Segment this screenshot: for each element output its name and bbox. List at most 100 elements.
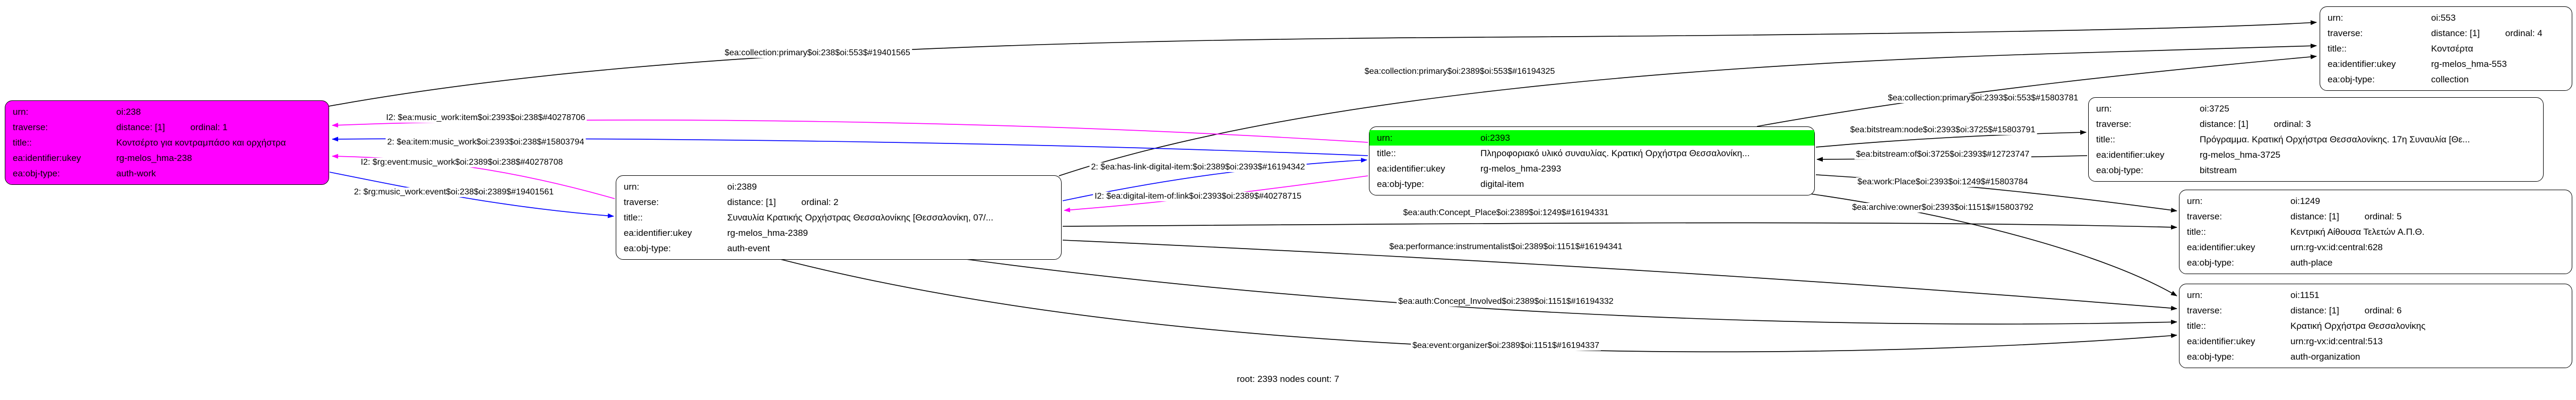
edge-label-has-link-digital-item: 2: $ea:has-link-digital-item:$oi:2389$oi… <box>1089 163 1307 172</box>
row-value: oi:2393 <box>1480 133 1510 143</box>
node-oi-238[interactable]: urn: oi:238 traverse: distance: [1] ordinal… <box>5 100 329 185</box>
node-row-title: title::Κοντσέρτο για κοντραμπάσο και ορχ… <box>5 135 329 150</box>
edge-label-collection-primary-2389-553: $ea:collection:primary$oi:2389$oi:553$#1… <box>1363 67 1557 76</box>
row-label: traverse: <box>13 122 48 132</box>
row-extra: ordinal: 1 <box>190 122 228 132</box>
row-value: bitstream <box>2200 165 2237 175</box>
row-value: rg-melos_hma-2393 <box>1480 164 1562 174</box>
edge-label-concept-involved: $ea:auth:Concept_Involved$oi:2389$oi:115… <box>1397 297 1615 307</box>
row-label: title:: <box>2187 227 2206 237</box>
node-row-objtype: ea:obj-type: auth-place <box>2179 255 2572 270</box>
row-value: auth-place <box>2290 258 2333 268</box>
node-row-title: title::Πληροφοριακό υλικό συναυλίας. Κρα… <box>1369 146 1814 161</box>
node-row-title: title::Κοντσέρτα <box>2320 41 2572 56</box>
node-row-title: title::Πρόγραμμα. Κρατική Ορχήστρα Θεσσα… <box>2089 132 2543 147</box>
row-label: title:: <box>2328 44 2347 54</box>
row-value: auth-organization <box>2290 352 2360 362</box>
row-extra: ordinal: 4 <box>2505 28 2543 38</box>
row-value: Κοντσέρτο για κοντραμπάσο και ορχήστρα <box>116 138 286 148</box>
row-label: ea:identifier:ukey <box>2096 150 2165 160</box>
row-value: distance: [1] <box>2200 119 2248 129</box>
row-label: traverse: <box>2096 119 2132 129</box>
node-row-title: title::Κρατική Ορχήστρα Θεσσαλονίκης <box>2179 318 2572 334</box>
row-value: oi:2389 <box>727 182 757 192</box>
row-label: urn: <box>2187 290 2203 300</box>
edge-label-concept-place: $ea:auth:Concept_Place$oi:2389$oi:1249$#… <box>1401 208 1610 218</box>
node-row-urn: urn: oi:553 <box>2320 10 2572 25</box>
row-extra: ordinal: 6 <box>2364 305 2402 316</box>
edge-concept-place-2389-1249 <box>1062 222 2177 230</box>
edge-label-collection-primary-238-553: $ea:collection:primary$oi:238$oi:553$#19… <box>723 48 912 58</box>
node-oi-1249[interactable]: urn: oi:1249 traverse:distance: [1]ordina… <box>2179 190 2572 274</box>
row-label: urn: <box>2187 196 2203 206</box>
node-row-identifier: ea:identifier:ukey rg-melos_hma-3725 <box>2089 147 2543 163</box>
row-label: ea:identifier:ukey <box>624 228 692 238</box>
node-row-objtype: ea:obj-type:digital-item <box>1369 176 1814 192</box>
node-oi-553[interactable]: urn: oi:553 traverse: distance: [1] ordinal… <box>2320 6 2572 91</box>
row-label: ea:identifier:ukey <box>2187 336 2255 346</box>
node-row-objtype: ea:obj-type:bitstream <box>2089 163 2543 178</box>
node-row-traverse: traverse:distance: [1]ordinal: 2 <box>616 194 1061 210</box>
row-value: rg-melos_hma-553 <box>2431 59 2507 69</box>
edge-label-item-music-work: 2: $ea:item:music_work$oi:2393$oi:238$#1… <box>385 138 586 147</box>
row-label: ea:obj-type: <box>2328 74 2375 84</box>
edge-label-music-work-event: 2: $rg:music_work:event$oi:238$oi:2389$#… <box>352 188 556 197</box>
node-row-title: title::Κεντρική Αίθουσα Τελετών Α.Π.Θ. <box>2179 224 2572 240</box>
row-value: rg-melos_hma-2389 <box>727 228 808 238</box>
node-oi-3725[interactable]: urn:oi:3725 traverse:distance: [1]ordina… <box>2088 97 2544 182</box>
node-row-traverse: traverse:distance: [1]ordinal: 3 <box>2089 116 2543 132</box>
row-label: ea:identifier:ukey <box>1377 164 1445 174</box>
row-label: traverse: <box>2187 305 2222 316</box>
node-row-urn: urn: oi:238 <box>5 104 329 120</box>
node-row-urn: urn:oi:3725 <box>2089 101 2543 116</box>
graph-root-summary: root: 2393 nodes count: 7 <box>1237 374 1339 384</box>
row-value: Κρατική Ορχήστρα Θεσσαλονίκης <box>2290 321 2426 331</box>
node-row-urn: urn: oi:2393 <box>1369 130 1814 146</box>
row-value: distance: [1] <box>2290 305 2339 316</box>
row-value: oi:553 <box>2431 13 2456 23</box>
row-value: oi:238 <box>116 107 141 117</box>
row-value: urn:rg-vx:id:central:628 <box>2290 242 2383 252</box>
row-value: collection <box>2431 74 2469 84</box>
row-label: ea:obj-type: <box>2187 258 2234 268</box>
row-extra: ordinal: 2 <box>801 197 839 207</box>
edge-label-collection-primary-2393-553: $ea:collection:primary$oi:2393$oi:553$#1… <box>1886 93 2080 103</box>
row-label: title:: <box>624 212 643 223</box>
node-row-objtype: ea:obj-type: collection <box>2320 72 2572 87</box>
row-label: ea:obj-type: <box>1377 179 1424 189</box>
row-label: urn: <box>2328 13 2344 23</box>
edge-label-event-music-work: I2: $rg:event:music_work$oi:2389$oi:238$… <box>359 158 565 167</box>
row-label: urn: <box>13 107 29 117</box>
node-row-urn: urn: oi:2389 <box>616 179 1061 194</box>
row-label: urn: <box>624 182 640 192</box>
edge-label-bitstream-of: $ea:bitstream:of$oi:3725$oi:2393$#127237… <box>1854 150 2031 159</box>
node-row-traverse: traverse: distance: [1] ordinal: 1 <box>5 120 329 135</box>
node-row-identifier: ea:identifier:ukey rg-melos_hma-2393 <box>1369 161 1814 176</box>
node-row-traverse: traverse: distance: [1] ordinal: 4 <box>2320 25 2572 41</box>
node-row-objtype: ea:obj-type:auth-work <box>5 166 329 181</box>
row-value: oi:3725 <box>2200 104 2229 114</box>
node-oi-2389[interactable]: urn: oi:2389 traverse:distance: [1]ordina… <box>616 175 1062 260</box>
row-extra: ordinal: 5 <box>2364 211 2402 222</box>
row-value: distance: [1] <box>2431 28 2480 38</box>
row-value: distance: [1] <box>116 122 165 132</box>
row-value: rg-melos_hma-3725 <box>2200 150 2281 160</box>
edge-label-digital-item-of-link: I2: $ea:digital-item-of:link$oi:2393$oi:… <box>1093 192 1303 201</box>
row-label: urn: <box>1377 133 1393 143</box>
node-oi-2393[interactable]: urn: oi:2393 title::Πληροφοριακό υλικό συ… <box>1369 126 1815 195</box>
edge-label-performance-instrumentalist: $ea:performance:instrumentalist$oi:2389$… <box>1388 242 1624 252</box>
node-row-objtype: ea:obj-type:auth-event <box>616 241 1061 256</box>
row-value: auth-work <box>116 168 156 178</box>
row-label: traverse: <box>2328 28 2363 38</box>
row-label: ea:identifier:ukey <box>13 153 81 163</box>
row-label: ea:obj-type: <box>624 243 671 253</box>
row-value: oi:1249 <box>2290 196 2320 206</box>
row-value: Συναυλία Κρατικής Ορχήστρας Θεσσαλονίκης… <box>727 212 994 223</box>
node-oi-1151[interactable]: urn:oi:1151 traverse:distance: [1]ordina… <box>2179 284 2572 368</box>
node-row-traverse: traverse:distance: [1]ordinal: 5 <box>2179 209 2572 224</box>
